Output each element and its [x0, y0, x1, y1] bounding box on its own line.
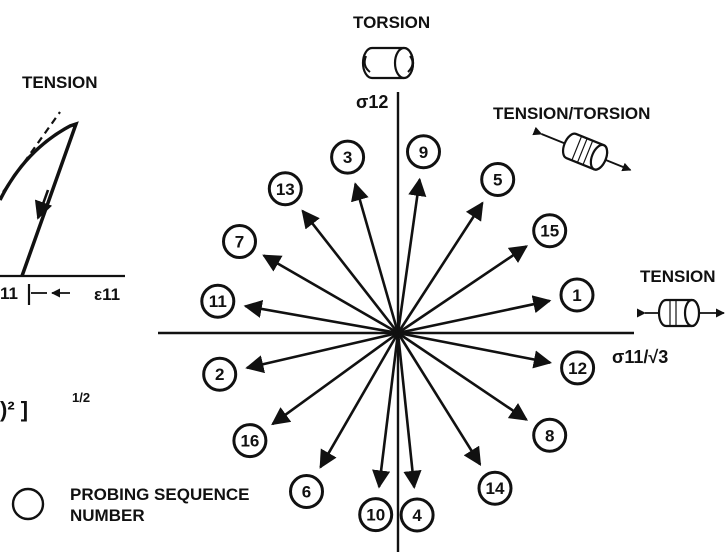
probe-circle-10 — [358, 497, 394, 533]
elastic-slope-dashed-line — [2, 111, 61, 193]
tension-right-label: TENSION — [640, 267, 716, 286]
tension-stress-strain-plot: TENSION 11 ε11 )² ] 1/2 — [0, 73, 125, 422]
probe-number-5: 5 — [493, 171, 502, 190]
probe-circle-3 — [330, 139, 366, 175]
probe-circle-16 — [232, 423, 268, 459]
plastic-strain-partial-label: 11 — [0, 284, 18, 303]
probe-circle-13 — [267, 171, 303, 207]
probe-number-9: 9 — [419, 143, 428, 162]
probe-number-3: 3 — [343, 148, 352, 167]
torsion-specimen-icon: TORSION — [353, 13, 430, 80]
probe-circle-14 — [477, 470, 513, 506]
tension-left-label: TENSION — [22, 73, 98, 92]
loading-unloading-curve — [0, 121, 79, 277]
probe-number-1: 1 — [572, 286, 581, 305]
probe-arrow-15 — [397, 245, 529, 335]
probe-circle-2 — [202, 356, 238, 392]
tension-torsion-label: TENSION/TORSION — [493, 104, 650, 123]
probe-number-12: 12 — [568, 359, 587, 378]
probe-arrow-8 — [397, 331, 529, 421]
probe-circle-6 — [289, 474, 324, 509]
probe-number-10: 10 — [366, 506, 385, 525]
equation-exponent: 1/2 — [72, 390, 90, 405]
probe-arrow-9 — [396, 177, 427, 334]
probe-arrow-14 — [396, 332, 482, 466]
probe-arrow-16 — [271, 331, 399, 426]
probe-arrow-1 — [397, 295, 552, 335]
equation-fragment: )² ] — [0, 397, 28, 422]
probe-number-15: 15 — [540, 222, 559, 241]
probe-number-16: 16 — [240, 432, 259, 451]
probe-number-7: 7 — [235, 233, 244, 252]
epsilon11-label: ε11 — [94, 285, 120, 304]
probe-circle-11 — [200, 283, 236, 319]
probe-number-14: 14 — [486, 479, 505, 498]
probe-circle-8 — [532, 417, 568, 453]
probe-number-4: 4 — [412, 506, 422, 525]
probe-arrow-6 — [319, 332, 400, 469]
probe-arrow-3 — [351, 182, 400, 334]
unloading-direction-arrow — [34, 189, 53, 220]
probe-number-2: 2 — [215, 365, 224, 384]
legend-line-1: PROBING SEQUENCE — [70, 485, 249, 504]
tension-torsion-specimen-icon: TENSION/TORSION — [493, 104, 650, 172]
probe-circle-5 — [480, 162, 516, 197]
probe-arrow-10 — [372, 332, 400, 489]
sigma12-label: σ12 — [356, 92, 388, 112]
probe-arrow-12 — [397, 331, 552, 369]
torsion-label: TORSION — [353, 13, 430, 32]
probe-arrow-11 — [243, 299, 399, 335]
probe-number-11: 11 — [209, 292, 227, 311]
legend: PROBING SEQUENCE NUMBER — [11, 485, 249, 525]
probe-circle-15 — [532, 213, 568, 249]
probe-arrow-4 — [396, 332, 422, 490]
tension-specimen-icon: TENSION — [636, 267, 725, 328]
probe-arrow-5 — [396, 201, 484, 334]
probe-circle-9 — [406, 134, 441, 170]
probe-arrow-13 — [301, 209, 400, 334]
probe-number-6: 6 — [302, 483, 311, 502]
probe-circle-1 — [559, 277, 595, 313]
probe-circle-4 — [399, 497, 435, 533]
sigma11-label: σ11/√3 — [612, 347, 668, 367]
probe-number-13: 13 — [276, 180, 295, 199]
probe-circle-7 — [222, 224, 257, 259]
probe-circle-12 — [560, 350, 596, 386]
probe-number-8: 8 — [545, 426, 554, 445]
probe-arrow-2 — [245, 331, 399, 374]
legend-circle-symbol — [11, 487, 45, 521]
legend-line-2: NUMBER — [70, 506, 145, 525]
probe-arrow-7 — [262, 254, 399, 335]
